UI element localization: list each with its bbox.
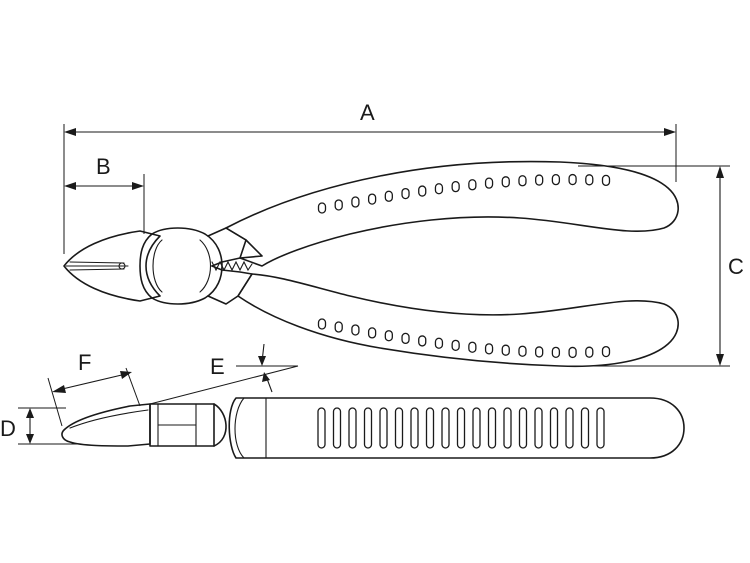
grip-bump [367, 327, 377, 339]
dim-c-label: C [728, 254, 744, 279]
grip-bump [484, 177, 494, 189]
grip-bump [418, 185, 427, 197]
handle-slot [596, 407, 605, 449]
grip-bump [451, 339, 460, 352]
dim-c-arrow-bottom [716, 354, 724, 366]
dim-f-ext-left [47, 377, 63, 427]
dimension-lines: A B C D F E [0, 100, 744, 445]
handle-slot [534, 407, 543, 449]
grip-bump [384, 330, 393, 342]
grip-bump [585, 346, 594, 358]
handle-slot [456, 407, 466, 449]
side-joint-cap [213, 403, 227, 447]
handle-slot [503, 407, 512, 449]
grip-bump [317, 202, 327, 214]
dim-b-arrow-right [132, 182, 144, 190]
pivot-joint [139, 227, 223, 305]
upper-handle [225, 160, 679, 267]
grip-bump [568, 346, 577, 359]
side-jaw [61, 403, 151, 447]
side-joint [149, 403, 215, 447]
dim-e-arrow-bottom [262, 372, 270, 382]
grip-bump [601, 174, 611, 187]
handle-slot [379, 407, 388, 449]
grip-bump [401, 332, 410, 345]
jaw-head [63, 230, 161, 302]
grip-bump [501, 176, 510, 188]
grip-bump [535, 174, 544, 186]
pliers-side-view [61, 397, 685, 459]
grip-bump [434, 337, 444, 349]
grip-bump [401, 187, 410, 200]
dim-f-arrow-left [52, 385, 66, 393]
handle-slot [549, 407, 559, 449]
handle-slot [441, 407, 450, 449]
dim-a-arrow-right [664, 128, 676, 136]
side-handle-slots [317, 407, 605, 449]
dim-f-line [57, 373, 127, 391]
dim-a-label: A [360, 100, 375, 125]
jaw-dot [118, 262, 126, 270]
handle-slot [487, 407, 497, 449]
dim-d-label: D [0, 416, 16, 441]
handle-slot [565, 407, 574, 449]
grip-bump [351, 196, 360, 208]
grip-bump [568, 173, 577, 186]
handle-slot [332, 407, 342, 449]
dim-b-label: B [96, 154, 111, 179]
grip-bump [434, 183, 444, 195]
handle-slot [363, 407, 373, 449]
grip-bump [468, 179, 477, 191]
dim-a-arrow-left [64, 128, 76, 136]
grip-bump [484, 343, 494, 355]
handle-slot [425, 407, 435, 449]
pivot-inner-arc-left [152, 239, 163, 293]
grip-bump [551, 173, 561, 186]
grip-bump [518, 175, 527, 187]
handle-slot [580, 407, 590, 449]
handle-slot [317, 407, 326, 449]
dim-f-arrow-right [120, 371, 132, 379]
grip-bump [451, 180, 460, 193]
grip-bump [551, 346, 561, 359]
handle-slot [472, 407, 481, 449]
side-handle [228, 397, 685, 459]
lower-grip-bumps [317, 318, 611, 359]
handle-slot [394, 407, 404, 449]
pliers-top-view [63, 160, 679, 368]
grip-bump [367, 193, 377, 205]
grip-bump [418, 335, 427, 347]
jaw-cutting-line-upper [69, 261, 125, 264]
jaw-cutting-line-lower [69, 268, 125, 271]
handle-slot [348, 407, 357, 449]
handle-slot [410, 407, 419, 449]
upper-grip-bumps [317, 173, 611, 214]
side-jaw-edge [69, 409, 149, 429]
handle-slot [518, 407, 528, 449]
grip-bump [334, 199, 343, 211]
dim-d-arrow-bottom [26, 434, 34, 444]
grip-bump [501, 344, 510, 356]
grip-bump [317, 318, 327, 330]
dim-c-arrow-top [716, 166, 724, 178]
grip-bump [585, 174, 594, 186]
grip-bump [468, 341, 477, 353]
lower-handle [237, 273, 679, 368]
pivot-inner-arc-right [199, 239, 211, 293]
grip-bump [334, 321, 343, 333]
grip-bump [351, 324, 360, 336]
side-handle-collar [234, 397, 245, 459]
grip-bump [518, 345, 527, 357]
dim-e-label: E [210, 354, 225, 379]
dim-b-arrow-left [64, 182, 76, 190]
serrated-strip [211, 260, 253, 272]
grip-bump [535, 346, 544, 358]
grip-bump [601, 345, 611, 358]
grip-bump [384, 190, 393, 202]
dim-e-slope [149, 365, 299, 405]
dim-e-arrow-top [258, 356, 266, 366]
dim-f-label: F [78, 350, 91, 375]
dim-d-arrow-top [26, 408, 34, 418]
